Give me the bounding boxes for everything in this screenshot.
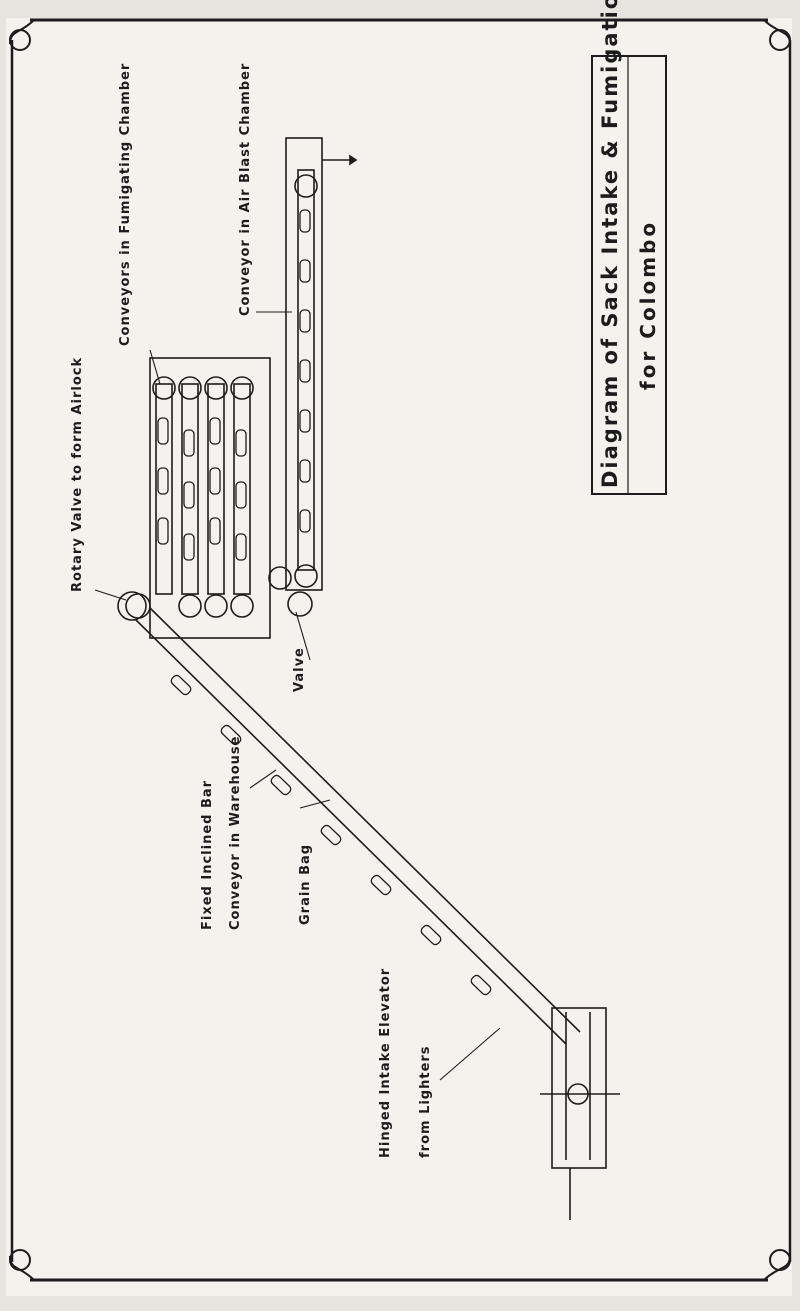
title-box [591,55,667,495]
inclined-conveyor [135,607,581,1045]
label-conveyor-warehouse: Conveyor in Warehouse [228,735,243,930]
fumigating-conveyors [155,383,251,595]
air-blast-chamber [285,137,323,591]
corner-ornament-top-right [763,19,791,51]
exit-valve [287,591,313,617]
top-pulleys [152,376,254,400]
sacks-fumigating [157,417,247,561]
title-line-2: for Colombo [636,219,660,390]
label-from-lighters: from Lighters [418,1045,433,1158]
label-valve: Valve [292,647,307,692]
fumigating-chamber [149,357,271,639]
label-rotary-valve: Rotary Valve to form Airlock [70,356,85,592]
corner-ornament-bottom-right [763,1249,791,1281]
paper-sheet [6,18,792,1296]
label-conveyor-air-blast: Conveyor in Air Blast Chamber [238,62,253,316]
label-fixed-inclined-bar: Fixed Inclined Bar [200,779,215,930]
sacks-inclined [170,674,492,996]
border-frame [10,18,792,1282]
rotary-valve [117,591,147,621]
air-blast-conveyor [294,154,358,588]
leader-lines [94,311,501,1081]
sacks-air-blast [299,209,311,533]
hinged-intake-elevator [540,1007,620,1220]
label-conveyors-fumigating: Conveyors in Fumigating Chamber [118,62,133,346]
label-hinged-intake-elevator: Hinged Intake Elevator [378,967,393,1158]
corner-ornament-top-left [9,19,35,51]
title-line-1: Diagram of Sack Intake & Fumigation Plan… [598,0,622,488]
label-grain-bag: Grain Bag [298,843,313,925]
corner-ornament-bottom-left [9,1249,35,1281]
